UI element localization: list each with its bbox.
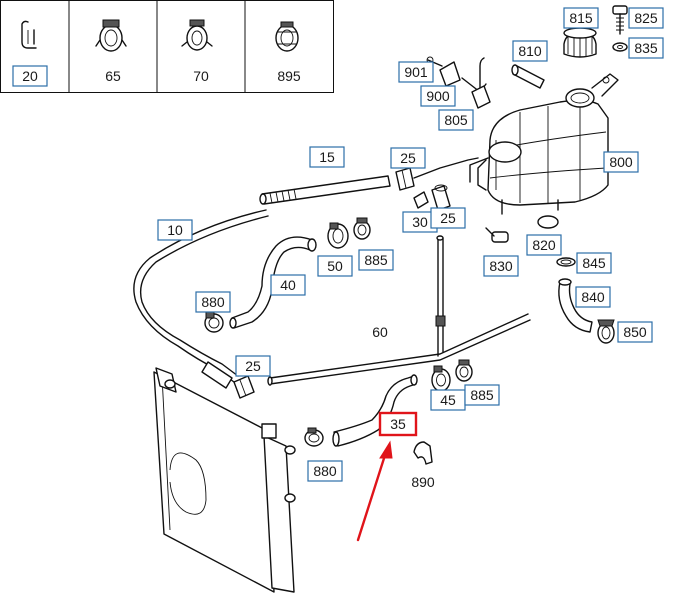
legend-label-895: 895 [277, 68, 301, 84]
callout-885-top-text: 885 [364, 252, 388, 268]
clip-890[interactable] [413, 441, 433, 465]
callout-885-lower-text: 885 [470, 387, 494, 403]
callout-10[interactable]: 10 [157, 219, 193, 241]
callout-885-top[interactable]: 885 [358, 249, 394, 271]
callout-45-text: 45 [440, 392, 456, 408]
callout-25-lower-text: 25 [245, 358, 261, 374]
callout-825-text: 825 [634, 10, 658, 26]
callout-845[interactable]: 845 [576, 252, 612, 274]
clamp-895-icon [275, 21, 299, 52]
callout-10-text: 10 [167, 222, 183, 238]
hose-15[interactable] [259, 175, 391, 205]
callout-45[interactable]: 45 [430, 389, 466, 411]
callout-810-text: 810 [518, 43, 542, 59]
callout-840-text: 840 [581, 289, 605, 305]
callout-890-text: 890 [411, 474, 435, 490]
callout-50[interactable]: 50 [317, 255, 353, 277]
callout-880-lower[interactable]: 880 [307, 460, 343, 482]
callout-901-text: 901 [404, 64, 428, 80]
callout-35-text: 35 [390, 416, 406, 432]
cap-820[interactable] [537, 215, 559, 229]
hose-810[interactable] [511, 64, 545, 89]
callout-60: 60 [372, 324, 388, 340]
callout-900[interactable]: 900 [420, 85, 456, 107]
callout-800-text: 800 [609, 154, 633, 170]
arrow-head-icon [379, 440, 393, 459]
callout-820-text: 820 [532, 237, 556, 253]
callout-15[interactable]: 15 [309, 146, 345, 168]
callout-40-text: 40 [280, 277, 296, 293]
bolt-825[interactable] [612, 5, 628, 35]
clip-20-icon [21, 20, 37, 49]
highlight-arrow [356, 440, 393, 542]
clamp-880-top[interactable] [204, 311, 224, 333]
callout-30-text: 30 [412, 214, 428, 230]
callout-890: 890 [411, 474, 435, 490]
callout-830-text: 830 [489, 258, 513, 274]
legend-label-20-box[interactable] [12, 65, 48, 87]
callout-885-lower[interactable]: 885 [464, 384, 500, 406]
callout-825[interactable]: 825 [628, 7, 664, 29]
callout-880-lower-text: 880 [313, 463, 337, 479]
clamp-885-top[interactable] [353, 217, 371, 240]
level-sensor[interactable] [426, 56, 491, 109]
fitting-30[interactable] [413, 191, 429, 209]
callout-810[interactable]: 810 [512, 40, 548, 62]
callout-805-text: 805 [444, 112, 468, 128]
callout-835[interactable]: 835 [628, 37, 664, 59]
hose-10[interactable] [133, 209, 269, 389]
callout-830[interactable]: 830 [483, 255, 519, 277]
legend-label-20: 20 [22, 68, 38, 84]
connector-25-lower[interactable] [233, 375, 255, 399]
callout-850[interactable]: 850 [617, 321, 653, 343]
callout-805[interactable]: 805 [438, 109, 474, 131]
clamp-850[interactable] [597, 319, 615, 344]
expansion-tank[interactable] [469, 73, 619, 215]
callout-800[interactable]: 800 [603, 151, 639, 173]
clamp-70-icon [181, 19, 213, 51]
callout-25-top[interactable]: 25 [390, 147, 426, 169]
clamp-45[interactable] [431, 365, 451, 392]
callout-835-text: 835 [634, 40, 658, 56]
clamp-50[interactable] [327, 222, 349, 249]
callout-840[interactable]: 840 [575, 286, 611, 308]
callout-25-mid[interactable]: 25 [430, 207, 466, 229]
pipe-60[interactable] [267, 235, 531, 386]
callout-35-highlighted[interactable]: 35 [378, 411, 418, 437]
callout-15-text: 15 [319, 149, 335, 165]
callout-900-text: 900 [426, 88, 450, 104]
filler-cap[interactable] [563, 27, 597, 58]
small-parts-table: 20 65 70 895 [0, 0, 334, 93]
clamp-65-icon [95, 19, 127, 52]
callout-815-text: 815 [569, 10, 593, 26]
callout-901[interactable]: 901 [398, 61, 434, 83]
legend-label-70: 70 [193, 68, 209, 84]
connector-25-top[interactable] [395, 157, 479, 191]
callout-845-text: 845 [582, 255, 606, 271]
radiator[interactable] [153, 367, 296, 593]
callout-25-top-text: 25 [400, 150, 416, 166]
fitting-25-mid[interactable] [431, 184, 451, 211]
hose-840[interactable] [558, 278, 593, 333]
callout-30[interactable]: 30 [402, 211, 438, 233]
callout-880-top[interactable]: 880 [195, 291, 231, 313]
callout-25-mid-text: 25 [440, 210, 456, 226]
callout-815[interactable]: 815 [563, 7, 599, 29]
legend-label-65: 65 [105, 68, 121, 84]
callout-40[interactable]: 40 [270, 274, 306, 296]
washer-835[interactable] [612, 42, 628, 52]
bolt-830[interactable] [485, 227, 509, 243]
clamp-880-lower[interactable] [304, 427, 324, 447]
callout-60-text: 60 [372, 324, 388, 340]
clamp-885-lower[interactable] [455, 359, 473, 382]
callout-50-text: 50 [327, 258, 343, 274]
hose-35[interactable] [332, 374, 418, 447]
callout-880-top-text: 880 [201, 294, 225, 310]
clamp-845[interactable] [556, 257, 576, 267]
callout-850-text: 850 [623, 324, 647, 340]
callout-820[interactable]: 820 [526, 234, 562, 256]
callout-25-lower[interactable]: 25 [235, 355, 271, 377]
